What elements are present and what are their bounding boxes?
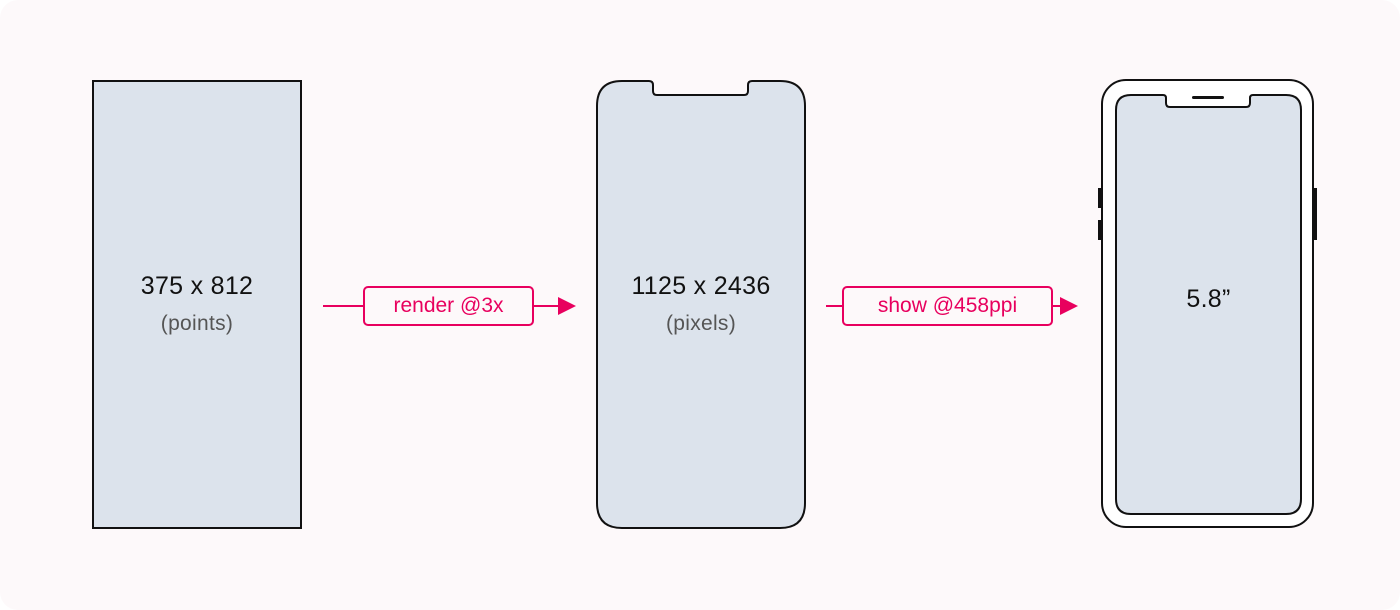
- pixels-screen: [596, 80, 806, 529]
- phone-button-left-bottom: [1098, 220, 1102, 240]
- pixels-dimensions-label: 1125 x 2436: [631, 272, 771, 300]
- screen-size-label: 5.8”: [1186, 285, 1231, 313]
- phone-device: [1098, 79, 1317, 528]
- points-screen: [92, 80, 302, 529]
- phone-screen: [1115, 94, 1302, 515]
- phone-speaker: [1192, 96, 1224, 99]
- points-dimensions-label: 375 x 812: [140, 272, 254, 300]
- pixels-unit-label: (pixels): [665, 312, 737, 335]
- points-unit-label: (points): [160, 312, 234, 335]
- arrow-2-head: [1060, 297, 1078, 315]
- phone-button-right: [1313, 188, 1317, 240]
- phone-button-left-top: [1098, 188, 1102, 208]
- render-step-label: render @3x: [363, 286, 534, 326]
- show-step-label: show @458ppi: [842, 286, 1053, 326]
- arrow-1-head: [558, 297, 576, 315]
